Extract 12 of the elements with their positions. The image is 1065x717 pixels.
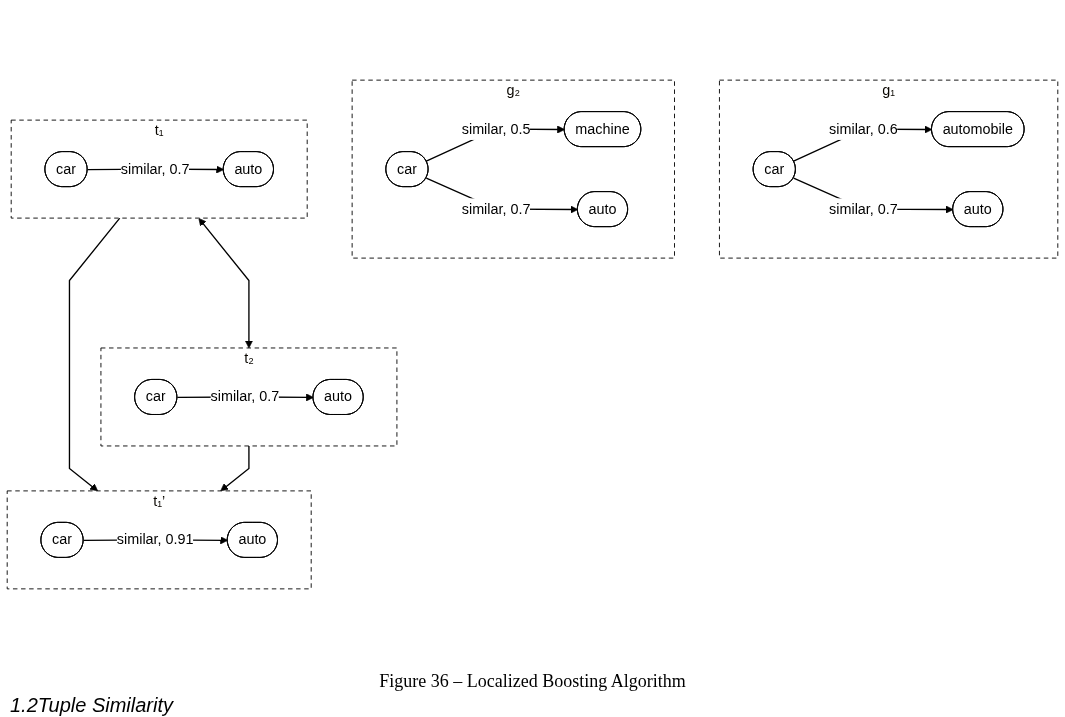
edge-label: similar, 0.5 bbox=[461, 121, 531, 137]
edge-label: similar, 0.6 bbox=[829, 121, 898, 137]
edge-label: similar, 0.7 bbox=[120, 161, 190, 177]
figure-caption: Figure 36 – Localized Boosting Algorithm bbox=[379, 671, 686, 692]
edge-label: similar, 0.7 bbox=[210, 388, 280, 405]
section-heading: 1.2Tuple Similarity bbox=[10, 694, 174, 717]
arrow bbox=[220, 445, 250, 492]
edge-label: similar, 0.91 bbox=[116, 531, 194, 548]
edge-label: similar, 0.7 bbox=[461, 201, 531, 217]
arrow bbox=[68, 217, 121, 492]
edge-label: similar, 0.7 bbox=[829, 201, 898, 217]
arrow bbox=[198, 218, 253, 349]
